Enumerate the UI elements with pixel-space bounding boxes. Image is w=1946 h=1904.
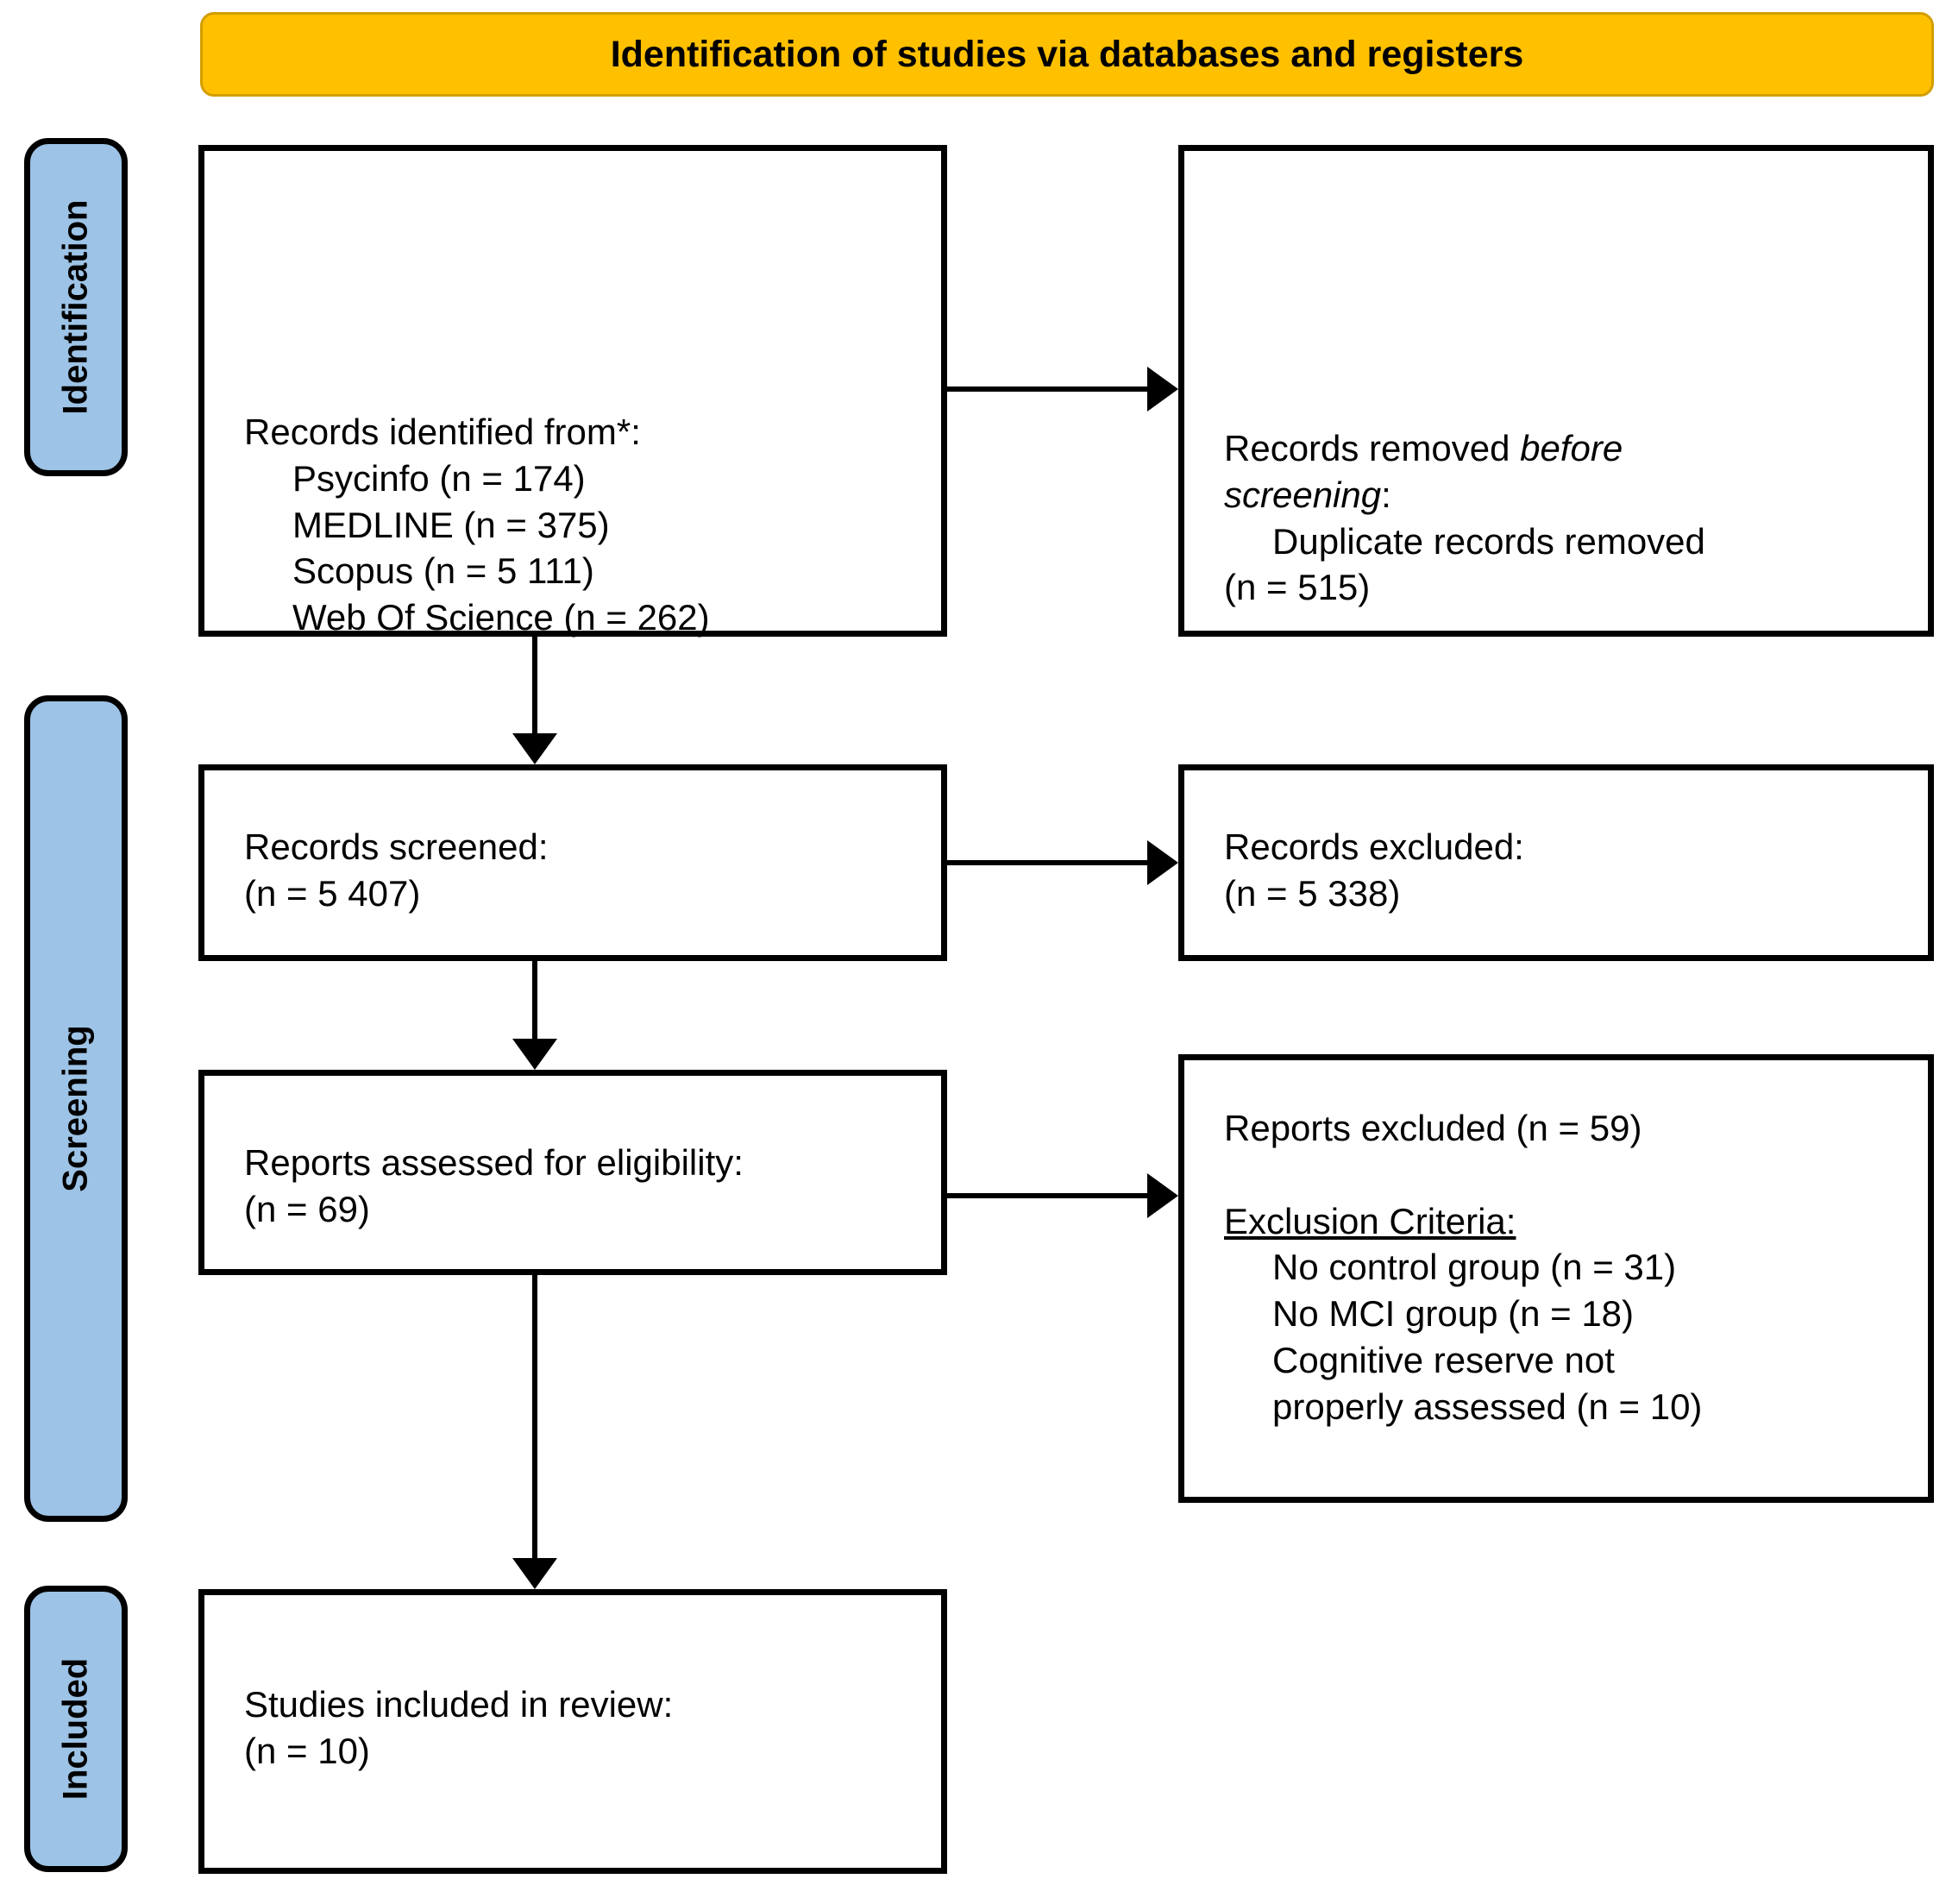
stage-pill-screening: Screening (24, 695, 128, 1522)
exclusion-criteria-heading: Exclusion Criteria: (1224, 1198, 1909, 1245)
stage-label-identification: Identification (56, 199, 95, 415)
arrow-screened-to-eligibility (532, 961, 537, 1040)
box-reports-assessed-for-eligibility: Reports assessed for eligibility: (n = 6… (198, 1070, 947, 1275)
studies-included-label: Studies included in review: (244, 1684, 674, 1725)
arrow-eligibility-to-included (532, 1275, 537, 1560)
page-title: Identification of studies via databases … (610, 33, 1524, 75)
studies-included-count: (n = 10) (244, 1730, 370, 1771)
records-identified-heading: Records identified from*: (244, 412, 641, 452)
source-medline: MEDLINE (n = 375) (292, 504, 610, 545)
records-removed-line1: Records removed before (1224, 425, 1909, 472)
arrow-identified-to-screened (532, 637, 537, 735)
reports-excluded-label: Reports excluded (n = 59) (1224, 1108, 1642, 1148)
records-screened-label: Records screened: (244, 826, 549, 867)
records-excluded-count: (n = 5 338) (1224, 872, 1401, 914)
records-removed-line2: screening: (1224, 472, 1909, 518)
stage-pill-included: Included (24, 1586, 128, 1872)
reports-assessed-count: (n = 69) (244, 1188, 370, 1229)
box-records-identified: Records identified from*: Psycinfo (n = … (198, 145, 947, 638)
records-removed-colon: : (1381, 474, 1391, 515)
records-screened-content: Records screened: (n = 5 407) (244, 824, 922, 917)
box-studies-included-in-review: Studies included in review: (n = 10) (198, 1589, 947, 1874)
records-screened-count: (n = 5 407) (244, 872, 421, 914)
duplicate-records-removed-count: (n = 515) (1224, 567, 1371, 608)
stage-label-screening: Screening (56, 1025, 95, 1192)
exclusion-criterion-no-mci-group: No MCI group (n = 18) (1272, 1293, 1635, 1334)
box-records-removed-before-screening: Records removed before screening: Duplic… (1178, 145, 1934, 637)
stage-label-included: Included (56, 1657, 95, 1800)
reports-assessed-content: Reports assessed for eligibility: (n = 6… (244, 1140, 922, 1233)
arrow-eligibility-to-reports-excluded (947, 1193, 1149, 1198)
source-scopus: Scopus (n = 5 111) (292, 550, 594, 592)
box-records-excluded: Records excluded: (n = 5 338) (1178, 764, 1934, 961)
arrow-screened-to-excluded (947, 860, 1149, 865)
diagram-header-banner: Identification of studies via databases … (200, 12, 1934, 97)
exclusion-criterion-cognitive-reserve-line1: Cognitive reserve not (1272, 1339, 1615, 1380)
box-reports-excluded: Reports excluded (n = 59) Exclusion Crit… (1178, 1054, 1934, 1503)
records-removed-italic-before: before (1520, 428, 1623, 468)
exclusion-criterion-no-control-group: No control group (n = 31) (1272, 1247, 1677, 1288)
reports-excluded-spacer (1224, 1152, 1909, 1198)
duplicate-records-removed-label: Duplicate records removed (1272, 520, 1705, 562)
exclusion-criteria-heading-text: Exclusion Criteria: (1224, 1200, 1516, 1241)
stage-pill-identification: Identification (24, 138, 128, 476)
records-removed-italic-screening: screening (1224, 474, 1382, 515)
source-psycinfo: Psycinfo (n = 174) (292, 457, 586, 499)
records-excluded-label: Records excluded: (1224, 826, 1524, 867)
box-records-screened: Records screened: (n = 5 407) (198, 764, 947, 961)
records-removed-plain: Records removed (1224, 428, 1521, 468)
reports-excluded-content: Reports excluded (n = 59) Exclusion Crit… (1224, 1105, 1909, 1430)
arrow-identified-to-removed (947, 386, 1149, 392)
records-removed-content: Records removed before screening: Duplic… (1224, 425, 1909, 611)
studies-included-content: Studies included in review: (n = 10) (244, 1681, 922, 1775)
source-web-of-science: Web Of Science (n = 262) (292, 597, 710, 638)
exclusion-criterion-cognitive-reserve-line2: properly assessed (n = 10) (1272, 1386, 1703, 1427)
records-excluded-content: Records excluded: (n = 5 338) (1224, 824, 1909, 917)
records-identified-content: Records identified from*: Psycinfo (n = … (244, 409, 922, 641)
reports-assessed-label: Reports assessed for eligibility: (244, 1142, 744, 1183)
